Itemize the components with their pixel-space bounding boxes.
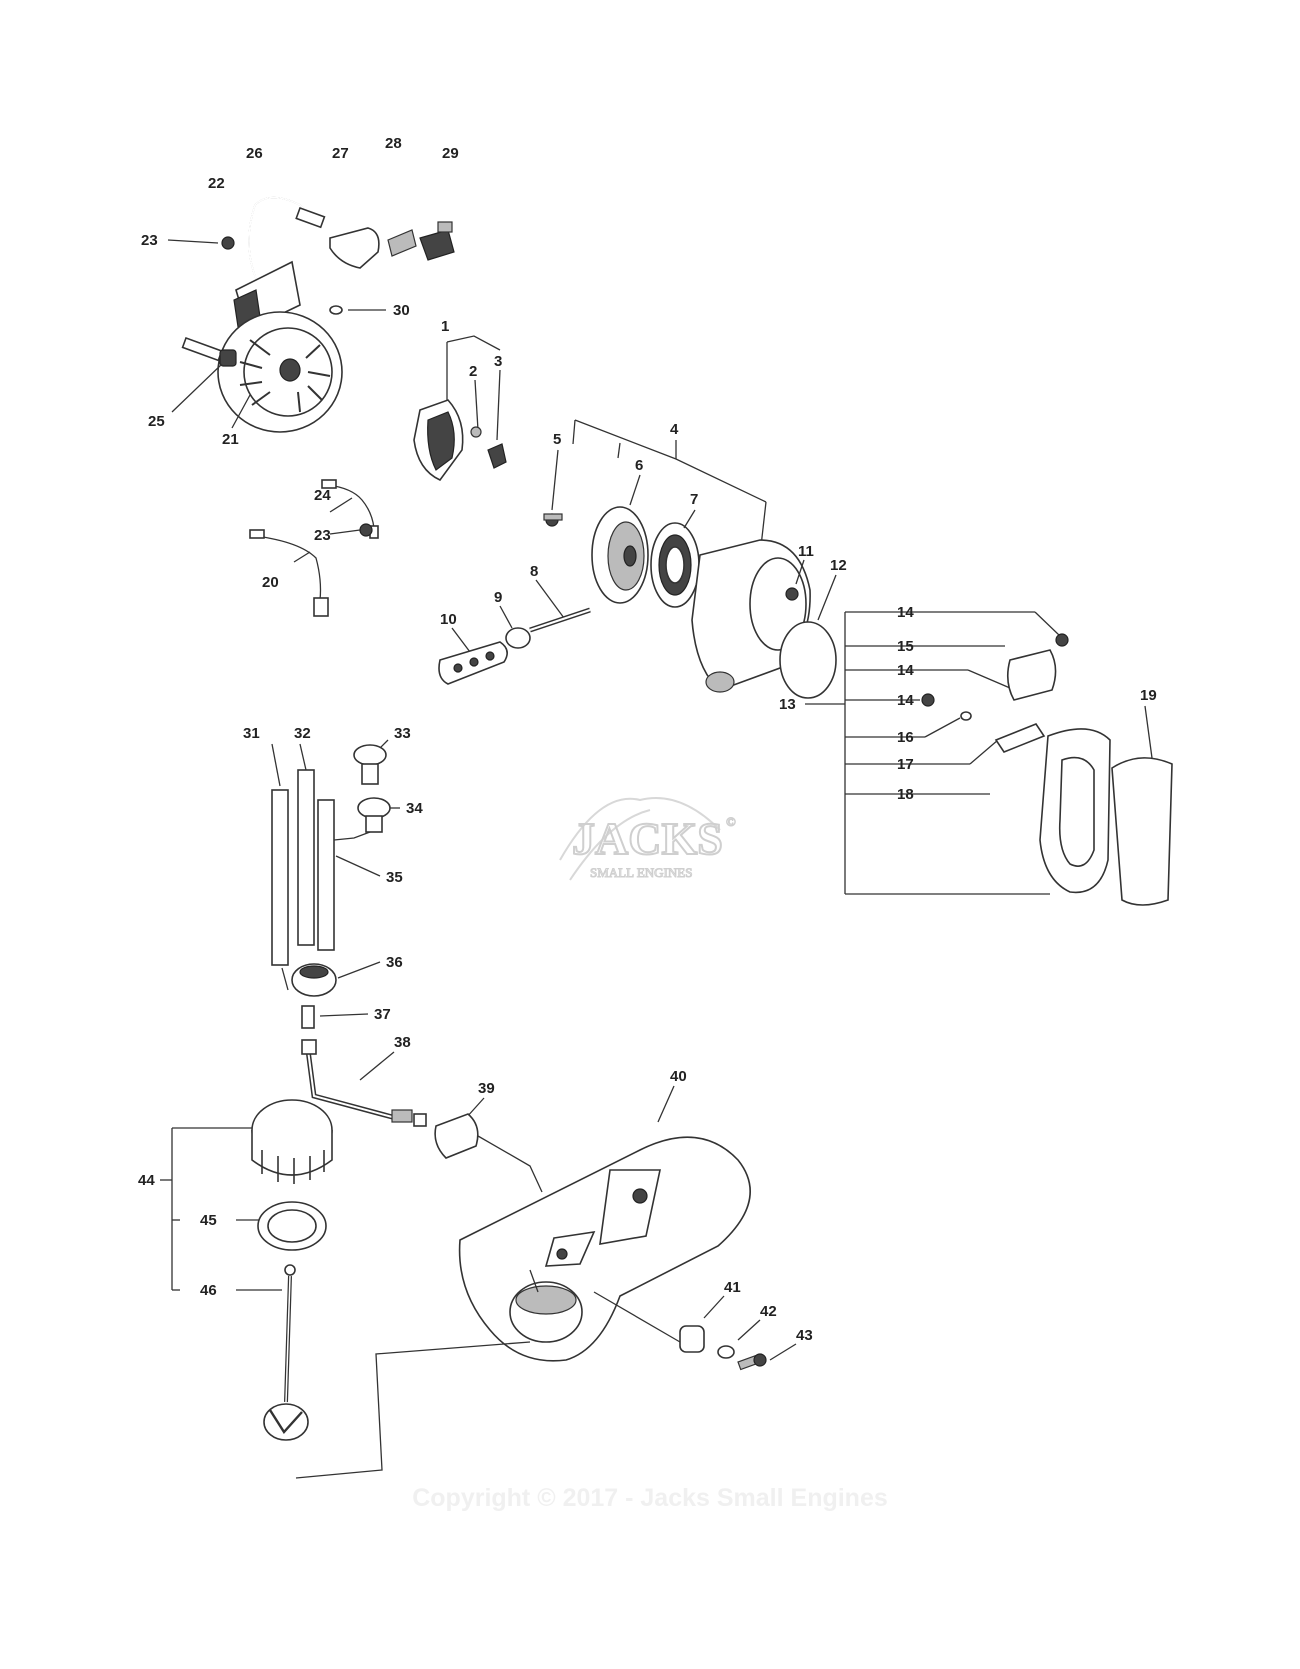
callout-23-a: 23: [141, 232, 158, 249]
callout-42: 42: [760, 1303, 777, 1320]
callout-36: 36: [386, 954, 403, 971]
callout-43: 43: [796, 1327, 813, 1344]
callout-38: 38: [394, 1034, 411, 1051]
callout-21: 21: [222, 431, 239, 448]
callout-26: 26: [246, 145, 263, 162]
callout-24: 24: [314, 487, 331, 504]
callout-25: 25: [148, 413, 165, 430]
callout-14-b: 14: [897, 662, 914, 679]
callout-13: 13: [779, 696, 796, 713]
recoil-starter-group: [438, 419, 837, 699]
callout-28: 28: [385, 135, 402, 152]
callout-41: 41: [724, 1279, 741, 1296]
callout-27: 27: [332, 145, 349, 162]
callout-44: 44: [138, 1172, 155, 1189]
callout-30: 30: [393, 302, 410, 319]
callout-32: 32: [294, 725, 311, 742]
callout-29: 29: [442, 145, 459, 162]
callout-23-b: 23: [314, 527, 331, 544]
watermark-registered: ©: [726, 814, 736, 829]
callout-3: 3: [494, 353, 502, 370]
handle-group: [805, 611, 1173, 906]
callout-12: 12: [830, 557, 847, 574]
callout-37: 37: [374, 1006, 391, 1023]
callout-labels: 1 2 3 4 5 6 7 8 9 10 11 12 13 14 14 14 1…: [138, 135, 1157, 1344]
callout-15: 15: [897, 638, 914, 655]
callout-5: 5: [553, 431, 561, 448]
callout-40: 40: [670, 1068, 687, 1085]
callout-6: 6: [635, 457, 643, 474]
callout-4: 4: [670, 421, 679, 438]
callout-16: 16: [897, 729, 914, 746]
callout-14-c: 14: [897, 692, 914, 709]
watermark-brand: JACKS: [572, 813, 723, 864]
callout-18: 18: [897, 786, 914, 803]
callout-2: 2: [469, 363, 477, 380]
callout-45: 45: [200, 1212, 217, 1229]
clutch-group: [413, 335, 507, 481]
callout-20: 20: [262, 574, 279, 591]
callout-46: 46: [200, 1282, 217, 1299]
callout-10: 10: [440, 611, 457, 628]
watermark-tagline: SMALL ENGINES: [590, 865, 692, 880]
callout-33: 33: [394, 725, 411, 742]
ignition-coil-group: [167, 196, 455, 617]
callout-9: 9: [494, 589, 502, 606]
jacks-watermark-logo: JACKS © SMALL ENGINES: [559, 797, 737, 881]
callout-17: 17: [897, 756, 914, 773]
callout-22: 22: [208, 175, 225, 192]
callout-8: 8: [530, 563, 538, 580]
callout-1: 1: [441, 318, 449, 335]
callout-39: 39: [478, 1080, 495, 1097]
callout-31: 31: [243, 725, 260, 742]
fuel-tank-group: [160, 1039, 797, 1479]
callout-34: 34: [406, 800, 423, 817]
callout-7: 7: [690, 491, 698, 508]
callout-19: 19: [1140, 687, 1157, 704]
callout-35: 35: [386, 869, 403, 886]
copyright-watermark: Copyright © 2017 - Jacks Small Engines: [412, 1484, 888, 1512]
fuel-line-group: [271, 739, 400, 1029]
callout-14-a: 14: [897, 604, 914, 621]
callout-11: 11: [798, 543, 814, 560]
